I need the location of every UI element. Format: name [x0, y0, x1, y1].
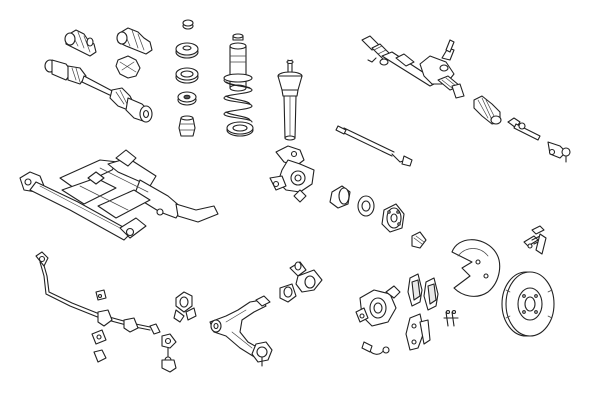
tie-rod-end — [547, 141, 571, 163]
stabilizer-link — [95, 289, 177, 373]
coil-spring — [223, 73, 254, 137]
subframe — [19, 149, 219, 241]
rack-bellow — [473, 95, 502, 125]
brake-hose — [523, 225, 547, 255]
steering-tie-rod — [507, 117, 541, 141]
steering-rack — [361, 35, 465, 99]
abs-sensor — [335, 125, 413, 355]
brake-pads — [407, 273, 439, 311]
brake-caliper — [355, 285, 431, 351]
steering-knuckle — [269, 145, 315, 203]
cv-joint-boot-kit — [64, 27, 153, 79]
ball-joint — [251, 341, 273, 367]
control-arm — [209, 295, 271, 359]
wheel-hub — [381, 203, 427, 249]
wheel-bearing — [329, 185, 375, 217]
control-arm-bushing — [91, 261, 323, 363]
drive-shaft — [44, 59, 153, 123]
shock-absorber — [277, 59, 303, 141]
strut-mount — [175, 19, 199, 106]
brake-splash-shield — [451, 239, 501, 297]
pad-wear-sensor — [443, 309, 459, 327]
stabilizer-bar — [35, 251, 161, 335]
brake-disc — [501, 271, 555, 337]
